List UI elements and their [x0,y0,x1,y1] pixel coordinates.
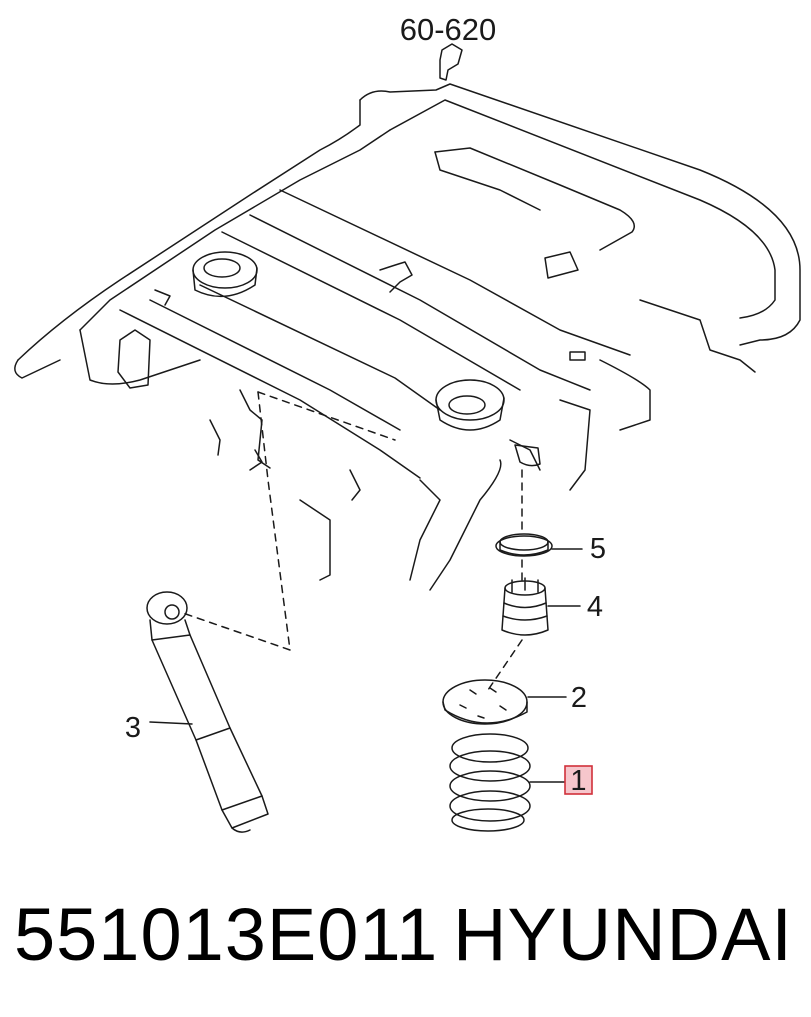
callout-2-label[interactable]: 2 [571,682,587,714]
callout-4-label[interactable]: 4 [587,591,603,623]
callout-1[interactable]: 1 [564,765,593,797]
dust-cap-part-5 [495,533,583,557]
alignment-lines [179,391,523,691]
callout-1-highlight [564,765,593,795]
spring-pad-part-2 [442,679,567,725]
callout-5-label[interactable]: 5 [590,533,606,565]
callout-1-label: 1 [570,765,586,797]
part-number: 551013E011 [14,893,439,976]
callout-3-label[interactable]: 3 [125,712,141,744]
reference-label[interactable]: 60-620 [400,12,497,47]
caption-footer: 551013E011 HYUNDAI [0,880,811,1000]
bump-stopper-part-4 [501,577,581,636]
brand-name: HYUNDAI [452,893,793,976]
parts-diagram: 60-620 1 2 3 4 5 [14,12,801,833]
vehicle-frame [14,43,801,591]
coil-spring-part-1 [449,733,566,832]
shock-absorber-part-3 [146,591,269,833]
